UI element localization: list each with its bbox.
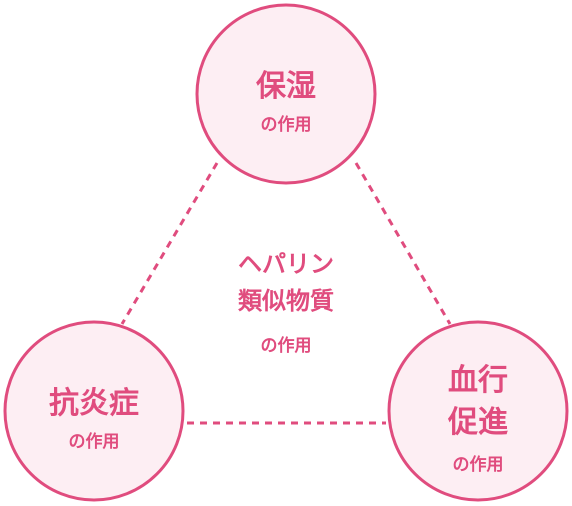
node-circulation-title-line2: 促進 [447, 405, 508, 440]
connector-top-left [120, 162, 219, 325]
node-moisturizing-title: 保湿 [256, 69, 316, 104]
connector-top-right [354, 162, 452, 325]
center-label: ヘパリン 類似物質 の作用 [238, 250, 334, 356]
node-anti-inflammatory-sub: の作用 [69, 431, 120, 452]
node-circulation-title-line1: 血行 [448, 363, 508, 398]
center-line3: の作用 [261, 335, 312, 356]
center-line2: 類似物質 [238, 287, 334, 315]
center-line1: ヘパリン [238, 250, 334, 278]
node-anti-inflammatory-circle [3, 320, 185, 502]
node-moisturizing: 保湿 の作用 [195, 3, 377, 185]
node-circulation-sub: の作用 [453, 454, 504, 475]
node-moisturizing-sub: の作用 [261, 114, 312, 135]
node-circulation: 血行 促進 の作用 [387, 320, 569, 502]
node-anti-inflammatory: 抗炎症 の作用 [3, 320, 185, 502]
node-circulation-circle [387, 320, 569, 502]
node-anti-inflammatory-title: 抗炎症 [49, 386, 139, 421]
node-moisturizing-circle [195, 3, 377, 185]
